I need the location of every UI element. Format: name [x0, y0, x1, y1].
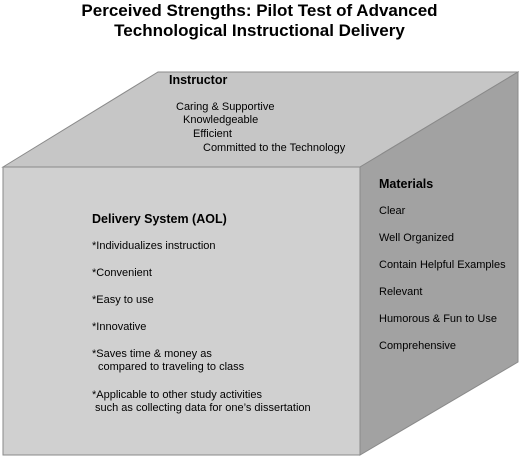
materials-item-helpful-examples: Contain Helpful Examples — [379, 259, 506, 271]
delivery-heading: Delivery System (AOL) — [92, 212, 227, 226]
delivery-item-line: *Innovative — [92, 321, 147, 333]
delivery-item-line: *Saves time & money as — [92, 348, 212, 360]
delivery-item-line: *Applicable to other study activities — [92, 389, 262, 401]
instructor-heading: Instructor — [169, 73, 228, 87]
materials-item-humorous: Humorous & Fun to Use — [379, 313, 497, 325]
materials-item-well-organized: Well Organized — [379, 232, 454, 244]
delivery-item-easy: *Easy to use — [92, 294, 154, 307]
materials-item-relevant: Relevant — [379, 286, 423, 298]
delivery-item-line: *Individualizes instruction — [92, 240, 216, 252]
instructor-item-knowledgeable: Knowledgeable — [183, 114, 259, 126]
materials-heading: Materials — [379, 177, 434, 191]
materials-item-comprehensive: Comprehensive — [379, 340, 457, 352]
delivery-item-convenient: *Convenient — [92, 267, 152, 280]
title-line-2: Technological Instructional Delivery — [114, 21, 405, 40]
delivery-item-line: *Easy to use — [92, 294, 154, 306]
delivery-item-line-2: such as collecting data for one’s disser… — [95, 402, 311, 414]
delivery-item-line-2: compared to traveling to class — [98, 361, 245, 373]
cube-front-face — [2, 166, 361, 456]
delivery-item-innovative: *Innovative — [92, 321, 146, 334]
delivery-item-saves-time: *Saves time & money as compared to trave… — [92, 348, 244, 374]
page-title: Perceived Strengths: Pilot Test of Advan… — [0, 1, 519, 41]
title-line-1: Perceived Strengths: Pilot Test of Advan… — [81, 1, 438, 20]
delivery-item-applicable: *Applicable to other study activities su… — [92, 389, 311, 415]
instructor-item-caring: Caring & Supportive — [176, 101, 275, 113]
delivery-item-line: *Convenient — [92, 267, 152, 279]
delivery-item-individualizes: *Individualizes instruction — [92, 240, 216, 253]
instructor-item-efficient: Efficient — [193, 128, 232, 140]
materials-item-clear: Clear — [379, 205, 406, 217]
instructor-item-committed: Committed to the Technology — [203, 142, 346, 154]
